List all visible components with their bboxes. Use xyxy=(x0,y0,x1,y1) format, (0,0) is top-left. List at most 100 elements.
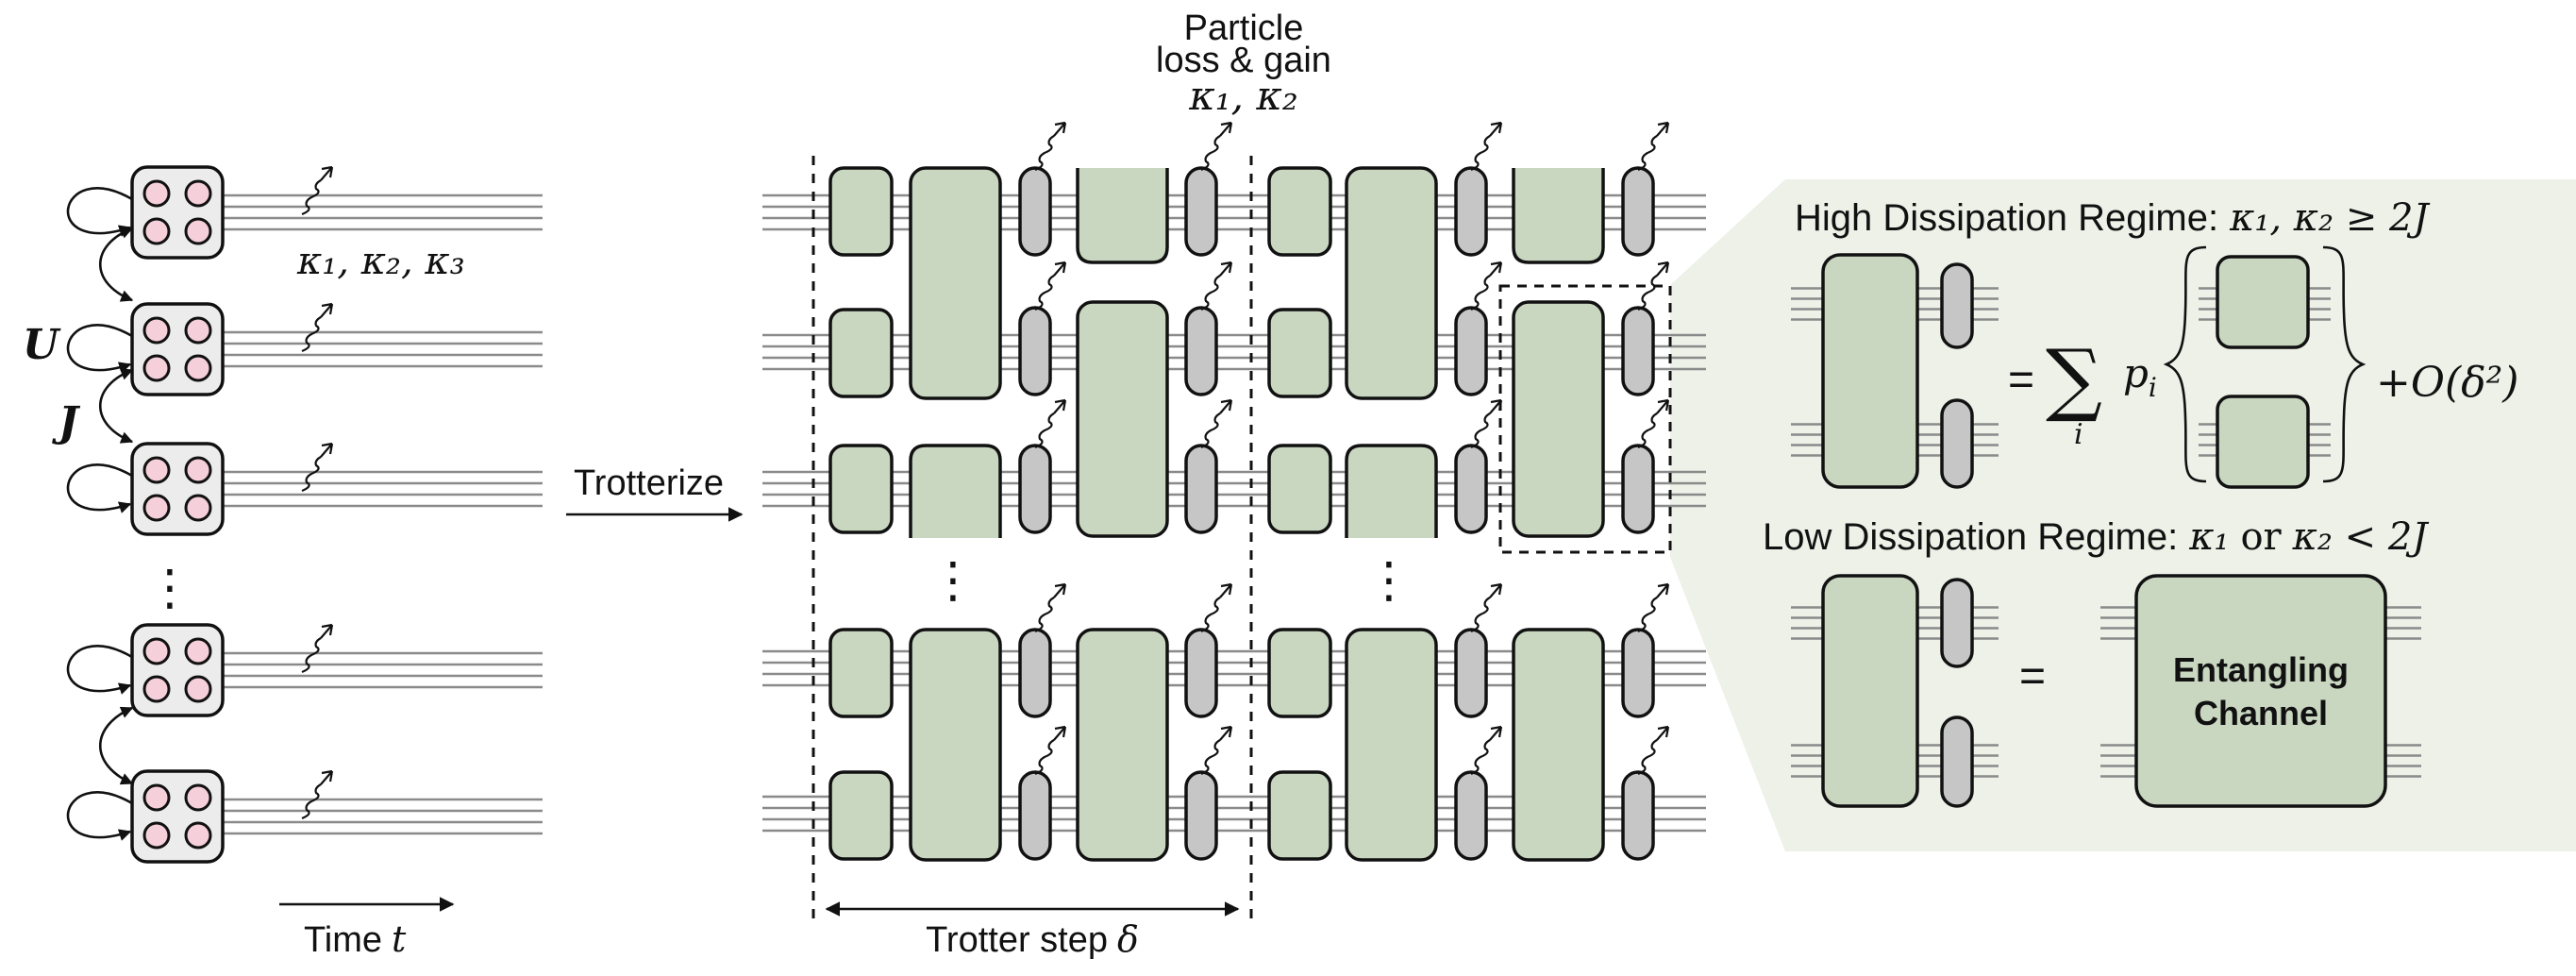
mode-dot xyxy=(142,783,171,812)
self-loop-arrow-icon xyxy=(66,791,133,841)
emission-photon-icon xyxy=(1637,739,1658,776)
mode-dot xyxy=(142,179,171,208)
emission-photon-icon xyxy=(1219,398,1233,414)
bath-gate xyxy=(1184,444,1218,534)
emission-photon-icon xyxy=(1470,412,1491,449)
bath-gate xyxy=(1454,306,1488,396)
mode-dot xyxy=(184,456,212,484)
hopping-arc xyxy=(98,227,134,302)
single-site-gate xyxy=(2216,255,2310,349)
bath-gate xyxy=(1454,166,1488,257)
emission-photon-icon xyxy=(301,783,322,820)
two-site-gate xyxy=(1076,628,1169,862)
emission-photon-icon xyxy=(1656,725,1670,741)
emission-photon-icon xyxy=(1053,398,1067,414)
bath-gate xyxy=(1184,166,1218,257)
emission-photon-icon xyxy=(320,623,334,639)
vdots-mid-1: ⋮ xyxy=(928,553,978,608)
emission-photon-icon xyxy=(1034,275,1055,311)
single-site-gate xyxy=(1267,166,1332,257)
bath-gate xyxy=(1454,628,1488,718)
emission-photon-icon xyxy=(1053,121,1067,137)
mode-dot xyxy=(142,637,171,665)
emission-photon-icon xyxy=(1656,121,1670,137)
emission-photon-icon xyxy=(1200,739,1221,776)
sum-index: i xyxy=(2074,418,2083,451)
sum-symbol: ∑ xyxy=(2046,332,2102,425)
right-brace xyxy=(2322,245,2367,483)
bath-gate xyxy=(1454,444,1488,534)
self-loop-arrow-icon xyxy=(66,324,133,374)
two-site-gate xyxy=(1076,300,1169,538)
emission-photon-icon xyxy=(301,179,322,216)
emission-photon-icon xyxy=(320,769,334,785)
bath-gate xyxy=(1018,166,1052,257)
two-site-gate xyxy=(1345,628,1438,862)
bath-gate xyxy=(1940,715,1974,808)
entangling-label-line2: Channel xyxy=(2194,694,2328,732)
bath-gate xyxy=(1454,770,1488,861)
trotterize-label: Trotterize xyxy=(574,463,724,503)
mode-dot xyxy=(142,217,171,245)
two-site-gate xyxy=(1345,166,1438,400)
emission-photon-icon xyxy=(1053,261,1067,277)
hopping-label: J xyxy=(52,398,81,446)
two-site-gate xyxy=(909,628,1002,862)
mode-dot xyxy=(184,179,212,208)
lattice-site xyxy=(130,442,225,536)
emission-photon-icon xyxy=(1637,597,1658,633)
emission-photon-icon xyxy=(1034,412,1055,449)
two-site-gate xyxy=(909,166,1002,400)
mode-dot xyxy=(142,821,171,850)
bath-gate xyxy=(1621,444,1655,534)
mode-dot xyxy=(184,316,212,345)
emission-photon-icon xyxy=(1489,261,1503,277)
bath-gate xyxy=(1621,306,1655,396)
two-site-gate xyxy=(1821,574,1919,808)
site-boxes xyxy=(66,165,334,864)
emission-photon-icon xyxy=(1470,135,1491,172)
bath-gate xyxy=(1940,578,1974,668)
emission-photon-icon xyxy=(1470,739,1491,776)
bath-gate xyxy=(1940,398,1974,489)
selected-gate-box xyxy=(1498,284,1672,554)
mode-dot xyxy=(142,354,171,382)
mode-dot xyxy=(184,217,212,245)
emission-photon-icon xyxy=(1637,275,1658,311)
entangling-channel-box xyxy=(2134,574,2387,808)
emission-photon-icon xyxy=(1200,412,1221,449)
particle-label-line1: Particle xyxy=(1184,8,1304,48)
mode-dot xyxy=(142,675,171,703)
single-site-gate xyxy=(1267,770,1332,861)
bath-gate xyxy=(1018,628,1052,718)
bath-gate xyxy=(1621,770,1655,861)
emission-photon-icon xyxy=(301,637,322,674)
trotter-circuit xyxy=(762,121,1706,862)
equals-sign-1: = xyxy=(2008,355,2034,405)
hopping-arc xyxy=(98,706,134,785)
emission-photon-icon xyxy=(1219,261,1233,277)
mode-dot xyxy=(184,494,212,522)
bath-gate xyxy=(1184,306,1218,396)
truncated-gate xyxy=(1512,168,1605,264)
loss-gain-rates-label: κ₁, κ₂ xyxy=(1188,73,1297,119)
two-site-gate xyxy=(1821,253,1919,489)
lattice-site xyxy=(130,165,225,260)
emission-photon-icon xyxy=(301,316,322,353)
emission-photon-icon xyxy=(1219,582,1233,598)
left-brace xyxy=(2163,245,2207,483)
truncated-gate xyxy=(909,444,1002,538)
mode-dot xyxy=(184,354,212,382)
equals-sign-2: = xyxy=(2019,651,2046,701)
circuit-gates xyxy=(828,166,1655,862)
emission-photon-icon xyxy=(1034,135,1055,172)
mode-dot xyxy=(142,456,171,484)
mode-dot xyxy=(184,821,212,850)
emission-photon-icon xyxy=(1489,121,1503,137)
emission-photons xyxy=(1034,121,1670,776)
self-loop-arrow-icon xyxy=(66,187,133,237)
site-wires xyxy=(198,194,543,835)
bath-gate xyxy=(1184,770,1218,861)
bath-gate xyxy=(1621,166,1655,257)
